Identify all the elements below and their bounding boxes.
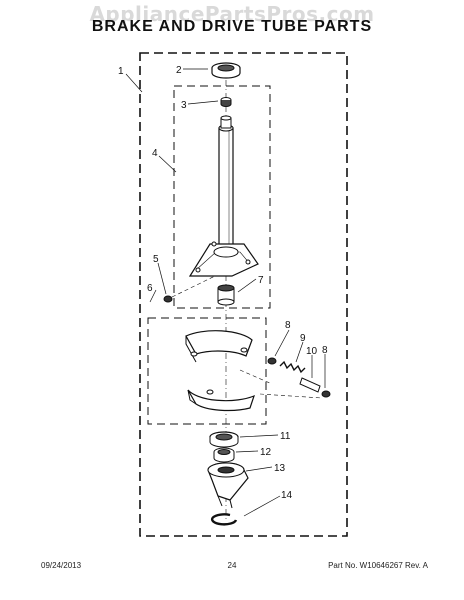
brake-shoe-lower — [187, 389, 255, 412]
callout-2: 2 — [176, 65, 182, 76]
footer-part-number: Part No. W10646267 Rev. A — [328, 561, 428, 570]
callout-10: 10 — [306, 346, 318, 357]
callout-14: 14 — [281, 490, 293, 501]
callout-6: 6 — [147, 283, 153, 294]
callout-8b: 8 — [322, 345, 328, 356]
bearing-part-2 — [211, 62, 241, 79]
nut-part-5 — [163, 295, 173, 303]
callout-9: 9 — [300, 333, 306, 344]
bushing-part-12 — [213, 447, 235, 463]
footer-page-number: 24 — [227, 561, 237, 570]
footer-date: 09/24/2013 — [41, 561, 82, 570]
ring-part-11 — [209, 431, 239, 448]
coupling-part-7 — [217, 284, 235, 306]
assembly-boundary — [139, 52, 348, 537]
drive-tube-boundary — [173, 85, 271, 309]
spring-assembly-parts-8-10 — [239, 357, 331, 399]
callout-13: 13 — [274, 463, 286, 474]
callout-12: 12 — [260, 447, 272, 458]
callout-5: 5 — [153, 254, 159, 265]
drive-tube-part-4 — [188, 115, 259, 277]
brake-shoe-upper — [185, 330, 253, 363]
cam-part-13 — [207, 462, 249, 509]
brake-boundary — [147, 317, 267, 425]
seal-part-3 — [220, 97, 232, 107]
callout-11: 11 — [280, 431, 291, 442]
watermark: AppliancePartsPros.com — [89, 2, 375, 26]
leader-lines — [125, 68, 326, 517]
retaining-ring-part-14 — [210, 513, 238, 526]
callout-3: 3 — [181, 100, 187, 111]
callout-4: 4 — [152, 148, 158, 159]
callout-7: 7 — [258, 275, 264, 286]
callout-8a: 8 — [285, 320, 291, 331]
callout-1: 1 — [118, 66, 124, 77]
page-title: BRAKE AND DRIVE TUBE PARTS — [91, 18, 373, 35]
